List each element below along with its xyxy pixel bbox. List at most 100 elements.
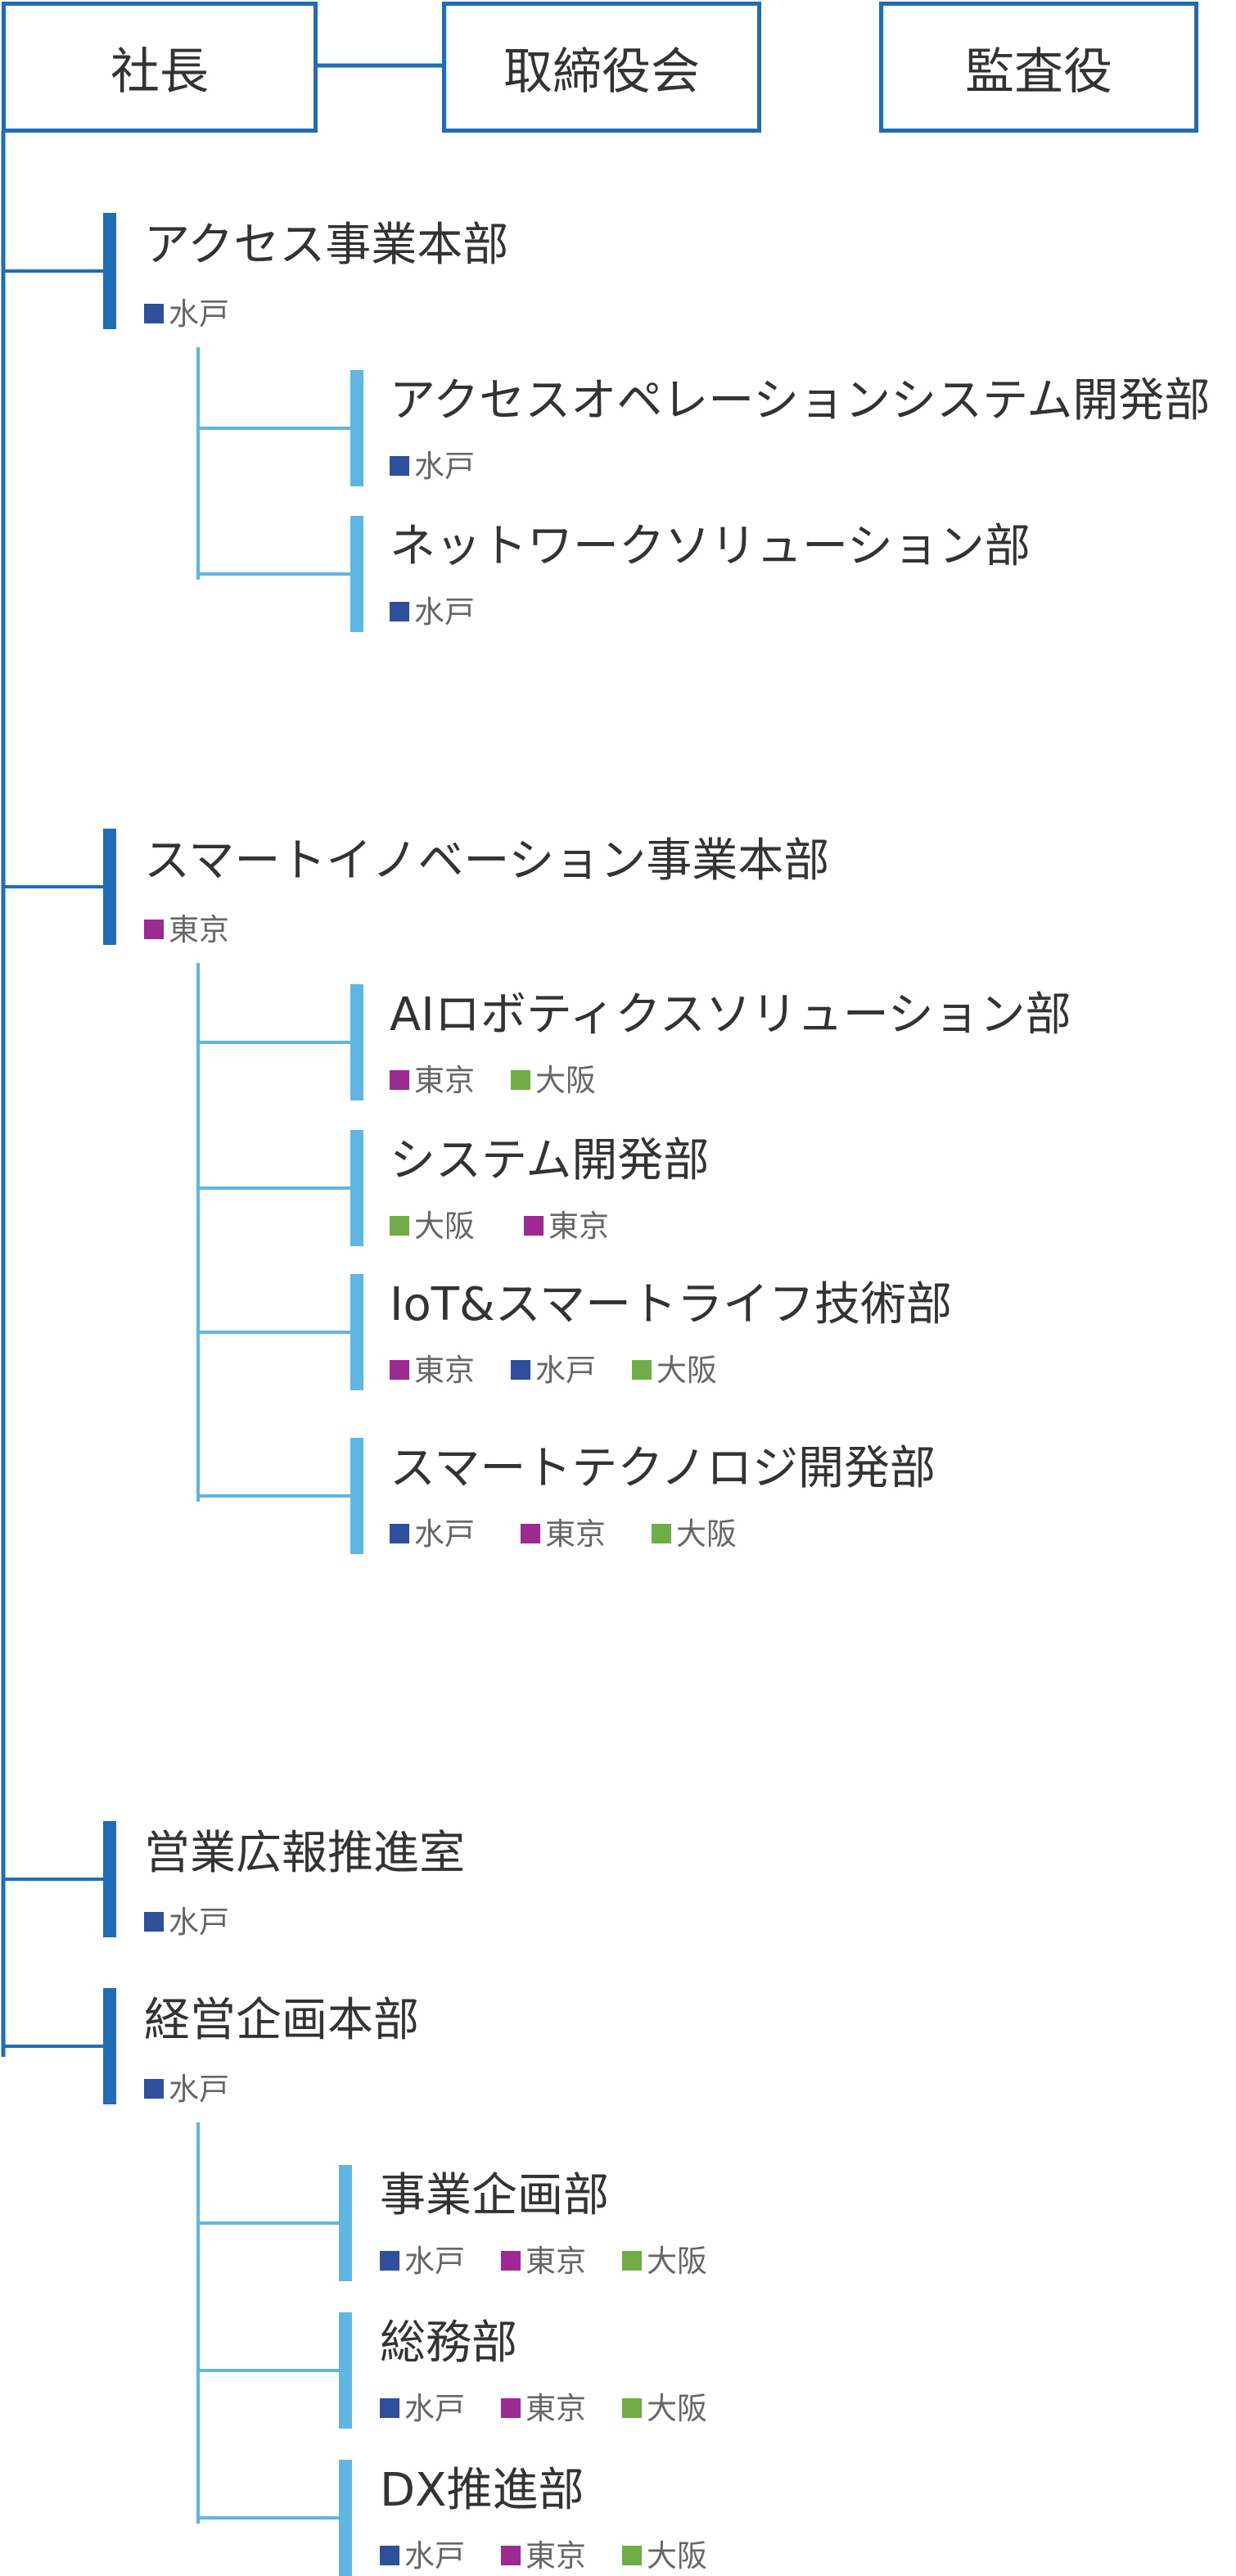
location-square-icon: [380, 2398, 399, 2418]
location-list: 東京 大阪: [390, 1064, 596, 1096]
location-square-icon: [144, 920, 164, 939]
location-label: 大阪: [647, 2538, 707, 2574]
location-square-icon: [144, 1912, 164, 1932]
location-tag: 大阪: [652, 1519, 737, 1549]
location-square-icon: [622, 2398, 642, 2418]
department-accent-bar: [350, 1438, 363, 1554]
division-name: 営業広報推進室: [144, 1827, 465, 1880]
location-label: 水戸: [414, 594, 475, 630]
board-label: 取締役会: [503, 43, 700, 101]
location-list: 水戸 東京 大阪: [380, 2540, 707, 2571]
location-tag: 大阪: [622, 2541, 707, 2571]
division-accent-bar: [103, 1988, 116, 2104]
location-square-icon: [390, 602, 409, 621]
location-tag: 大阪: [511, 1065, 596, 1096]
location-tag: 水戸: [390, 1519, 475, 1549]
location-tag: 水戸: [380, 2246, 465, 2276]
division-name: 経営企画本部: [144, 1994, 419, 2047]
department-accent-bar: [350, 984, 363, 1100]
location-tag: 東京: [390, 1065, 475, 1096]
president-label: 社長: [111, 43, 209, 101]
location-square-icon: [144, 2079, 164, 2099]
location-square-icon: [501, 2398, 521, 2418]
location-tag: 東京: [501, 2541, 586, 2571]
location-square-icon: [632, 1360, 652, 1380]
division-name: スマートイノベーション事業本部: [144, 834, 830, 888]
location-label: 水戸: [169, 2071, 229, 2107]
location-tag: 水戸: [380, 2393, 465, 2424]
location-list: 水戸: [390, 596, 475, 627]
location-tag: 東京: [144, 915, 229, 945]
department-accent-bar: [339, 2312, 352, 2429]
location-tag: 東京: [501, 2393, 586, 2424]
location-label: 東京: [169, 911, 229, 947]
location-square-icon: [622, 2546, 642, 2565]
location-tag: 東京: [501, 2246, 586, 2276]
department-name: 事業企画部: [380, 2169, 609, 2222]
auditor-box: 監査役: [879, 2, 1198, 133]
location-tag: 水戸: [144, 2074, 229, 2104]
location-label: 大阪: [647, 2390, 707, 2426]
location-tag: 水戸: [144, 299, 229, 329]
location-square-icon: [390, 1524, 409, 1543]
location-tag: 大阪: [622, 2393, 707, 2424]
division-accent-bar: [103, 829, 116, 945]
department-accent-bar: [350, 1130, 363, 1246]
department-accent-bar: [339, 2165, 352, 2281]
department-accent-bar: [350, 516, 363, 632]
location-list: 水戸 東京 大阪: [380, 2393, 707, 2424]
division-name: アクセス事業本部: [144, 219, 509, 272]
department-name: IoT&スマートライフ技術部: [390, 1278, 952, 1331]
president-box: 社長: [2, 2, 318, 133]
department-name: システム開発部: [390, 1134, 710, 1187]
location-square-icon: [622, 2251, 642, 2271]
location-square-icon: [380, 2251, 399, 2271]
division-accent-bar: [103, 1821, 116, 1937]
location-list: 東京: [144, 914, 229, 945]
location-label: 東京: [526, 2390, 586, 2426]
location-square-icon: [652, 1524, 671, 1543]
location-tag: 大阪: [390, 1211, 475, 1241]
location-square-icon: [524, 1216, 544, 1236]
location-square-icon: [521, 1524, 540, 1543]
location-tag: 東京: [524, 1211, 609, 1241]
location-label: 東京: [526, 2243, 586, 2279]
location-label: 大阪: [676, 1516, 737, 1552]
location-label: 大阪: [647, 2243, 707, 2279]
location-tag: 東京: [390, 1355, 475, 1385]
department-accent-bar: [339, 2460, 352, 2576]
location-label: 大阪: [414, 1208, 475, 1244]
location-square-icon: [390, 1070, 409, 1090]
location-label: 東京: [526, 2538, 586, 2574]
location-square-icon: [390, 1216, 409, 1236]
location-label: 水戸: [404, 2538, 465, 2574]
board-box: 取締役会: [442, 2, 761, 133]
location-list: 水戸: [144, 2073, 229, 2104]
department-accent-bar: [350, 1274, 363, 1390]
location-label: 水戸: [169, 296, 229, 332]
location-square-icon: [390, 1360, 409, 1380]
department-name: アクセスオペレーションシステム開発部: [390, 374, 1211, 427]
location-tag: 水戸: [390, 451, 475, 481]
location-tag: 水戸: [380, 2541, 465, 2571]
auditor-label: 監査役: [965, 43, 1112, 101]
location-label: 大阪: [535, 1062, 596, 1098]
location-list: 水戸: [144, 1906, 229, 1937]
location-square-icon: [511, 1070, 530, 1090]
location-tag: 水戸: [144, 1907, 229, 1937]
department-name: 総務部: [380, 2316, 517, 2370]
department-accent-bar: [350, 370, 363, 486]
location-label: 水戸: [414, 1516, 475, 1552]
location-label: 東京: [414, 1352, 475, 1388]
location-label: 水戸: [169, 1904, 229, 1940]
division-accent-bar: [103, 213, 116, 329]
location-square-icon: [501, 2546, 521, 2565]
location-square-icon: [390, 456, 409, 476]
department-name: AIロボティクスソリューション部: [390, 988, 1071, 1042]
department-name: ネットワークソリューション部: [390, 520, 1031, 573]
location-list: 水戸東京大阪: [390, 1518, 737, 1549]
location-label: 水戸: [535, 1352, 596, 1388]
location-square-icon: [501, 2251, 521, 2271]
location-tag: 水戸: [511, 1355, 596, 1385]
